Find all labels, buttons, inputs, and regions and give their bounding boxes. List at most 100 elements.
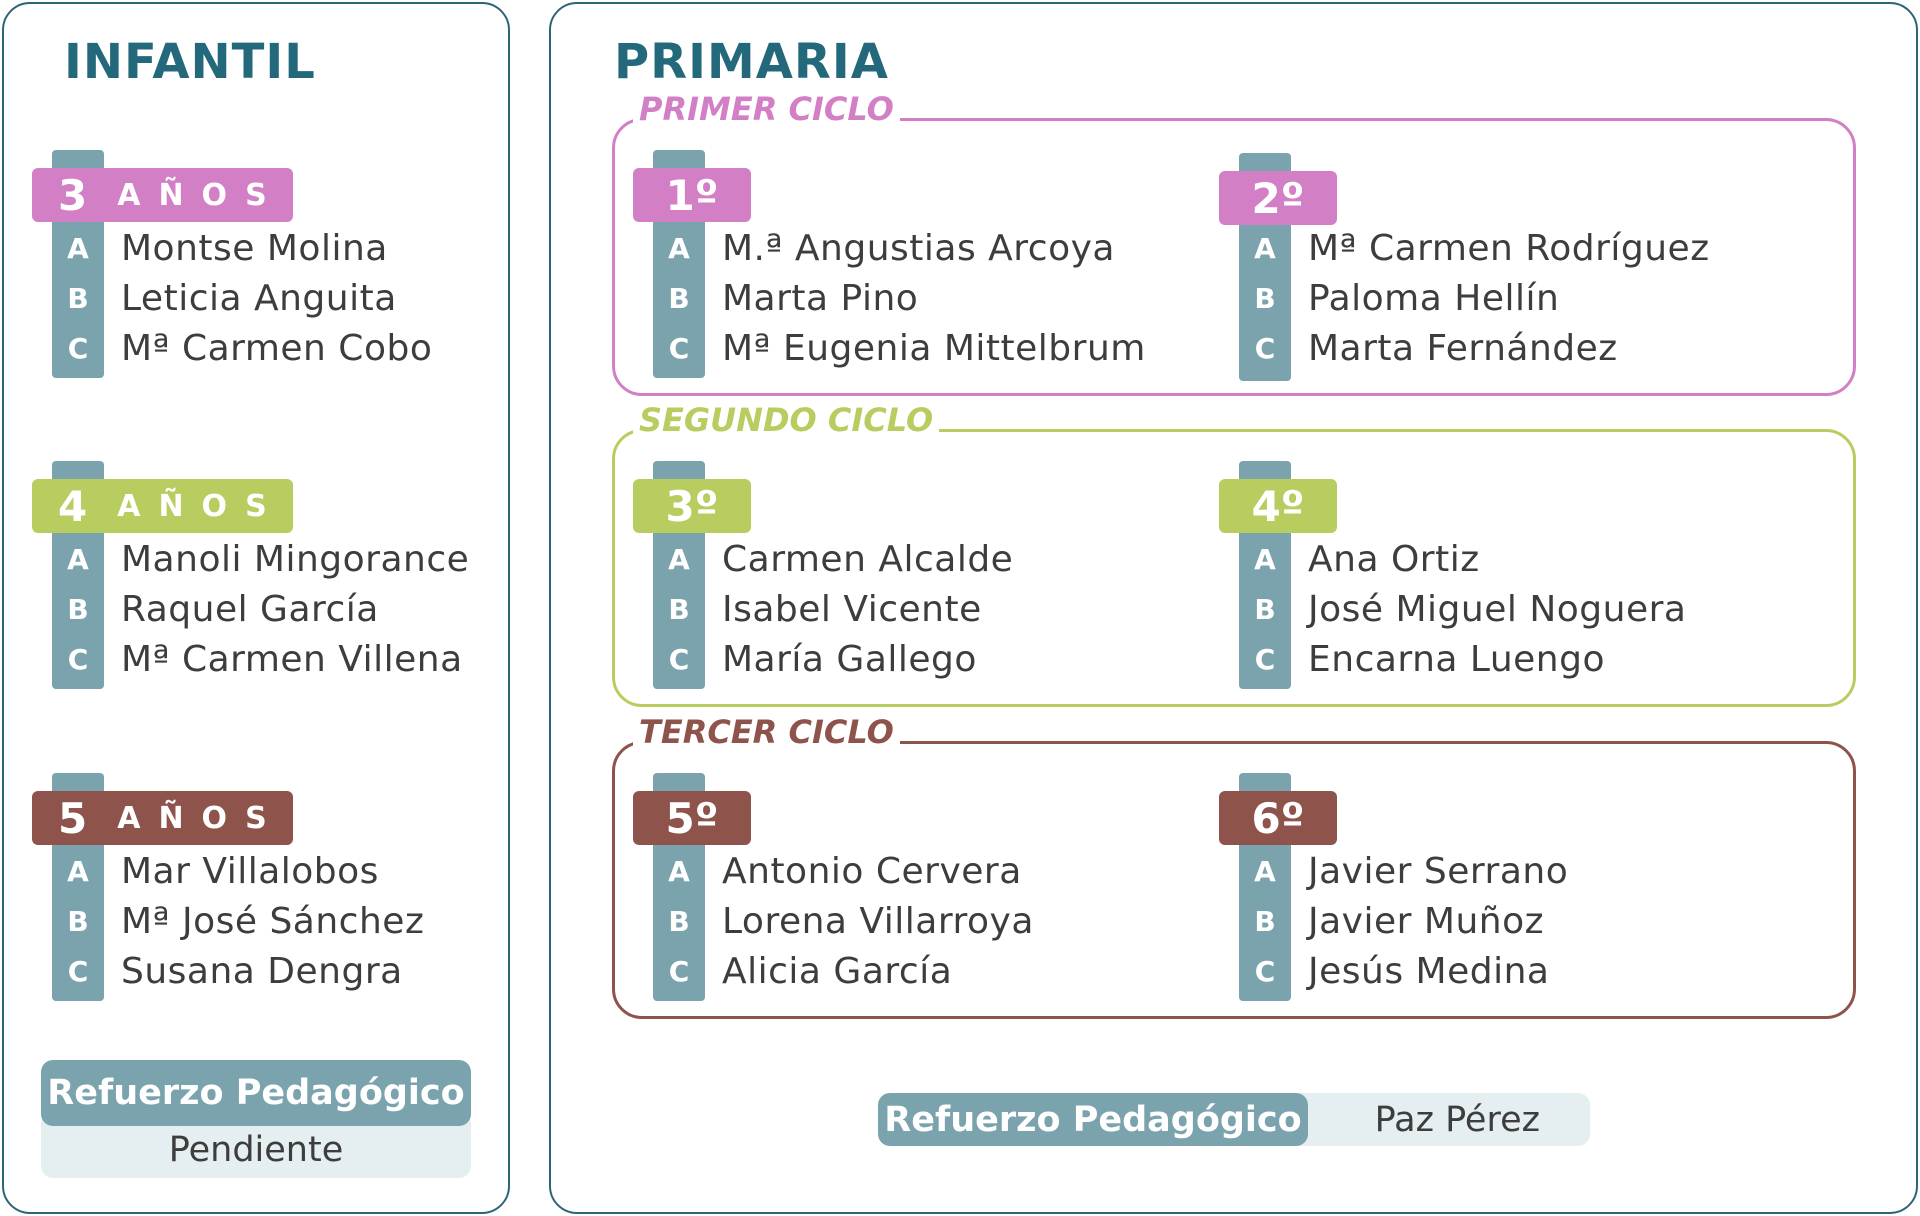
grade-number: 4 [58, 481, 88, 531]
teacher-row: A Mar Villalobos [52, 846, 379, 896]
grade-number: 4º [1251, 481, 1305, 531]
grade-badge: 2º [1219, 171, 1337, 225]
grade-badge: 5 AÑOS [32, 791, 293, 845]
group-letter: B [1254, 592, 1276, 626]
group-letter: B [668, 281, 690, 315]
grade-number: 6º [1251, 793, 1305, 843]
teacher-name: Ana Ortiz [1308, 538, 1480, 580]
cycle-primer: PRIMER CICLO [612, 93, 1856, 396]
grade-word: AÑOS [117, 177, 285, 213]
teacher-name: Paloma Hellín [1308, 277, 1560, 319]
teacher-row: C Marta Fernández [1239, 323, 1618, 373]
grade-badge: 4º [1219, 479, 1337, 533]
cycle-title: TERCER CICLO [633, 716, 900, 748]
group-letter: A [668, 854, 690, 888]
group-letter: A [67, 542, 89, 576]
teacher-row: C Jesús Medina [1239, 946, 1549, 996]
teacher-row: B Mª José Sánchez [52, 896, 424, 946]
teacher-name: Raquel García [121, 588, 379, 630]
group-letter: A [1254, 231, 1276, 265]
support-label: Refuerzo Pedagógico [878, 1093, 1308, 1146]
group-letter: C [67, 331, 89, 365]
grade-word: AÑOS [117, 800, 285, 836]
teacher-row: A Antonio Cervera [653, 846, 1022, 896]
teacher-name: Mª Carmen Rodríguez [1308, 227, 1710, 269]
teacher-name: Alicia García [722, 950, 953, 992]
teacher-name: Antonio Cervera [722, 850, 1022, 892]
teacher-name: Jesús Medina [1308, 950, 1550, 992]
group-letter: B [1254, 281, 1276, 315]
teacher-row: A Mª Carmen Rodríguez [1239, 223, 1710, 273]
group-letter: B [67, 904, 89, 938]
cycle-tercer: TERCER CICLO [612, 716, 1856, 1019]
teacher-name: Leticia Anguita [121, 277, 397, 319]
group-letter: A [668, 231, 690, 265]
group-letter: C [1254, 642, 1276, 676]
primaria-support-box: Paz Pérez Refuerzo Pedagógico [878, 1093, 1590, 1146]
grade-number: 2º [1251, 173, 1305, 223]
teacher-name: Manoli Mingorance [121, 538, 470, 580]
teacher-row: C Alicia García [653, 946, 952, 996]
teacher-row: C Susana Dengra [52, 946, 403, 996]
teacher-row: B Paloma Hellín [1239, 273, 1559, 323]
teacher-name: Mar Villalobos [121, 850, 379, 892]
grade-word: AÑOS [117, 488, 285, 524]
grade-number: 3 [58, 170, 88, 220]
teacher-name: Lorena Villarroya [722, 900, 1034, 942]
teacher-name: Javier Muñoz [1308, 900, 1544, 942]
grade-badge: 3 AÑOS [32, 168, 293, 222]
group-letter: A [1254, 854, 1276, 888]
grade-number: 3º [665, 481, 719, 531]
teacher-name: Marta Fernández [1308, 327, 1618, 369]
support-label: Refuerzo Pedagógico [41, 1060, 471, 1126]
infantil-support-box: Refuerzo Pedagógico Pendiente [41, 1060, 471, 1178]
grade-number: 1º [665, 170, 719, 220]
teacher-row: C Mª Carmen Cobo [52, 323, 432, 373]
infantil-panel [2, 2, 510, 1214]
group-letter: A [1254, 542, 1276, 576]
teacher-row: A Javier Serrano [1239, 846, 1568, 896]
group-letter: A [67, 231, 89, 265]
teacher-name: Susana Dengra [121, 950, 403, 992]
teacher-row: B Leticia Anguita [52, 273, 397, 323]
group-letter: A [67, 854, 89, 888]
teacher-name: Javier Serrano [1308, 850, 1569, 892]
group-letter: C [668, 954, 690, 988]
teacher-name: Montse Molina [121, 227, 388, 269]
grade-badge: 6º [1219, 791, 1337, 845]
cycle-title: SEGUNDO CICLO [633, 404, 940, 436]
teacher-name: María Gallego [722, 638, 977, 680]
teacher-row: A Manoli Mingorance [52, 534, 469, 584]
group-letter: C [668, 642, 690, 676]
group-letter: C [67, 954, 89, 988]
group-letter: B [67, 281, 89, 315]
teacher-row: A M.ª Angustias Arcoya [653, 223, 1115, 273]
primaria-title: PRIMARIA [614, 34, 889, 90]
teacher-name: Encarna Luengo [1308, 638, 1605, 680]
teacher-name: Mª Carmen Villena [121, 638, 463, 680]
teacher-name: Mª Carmen Cobo [121, 327, 433, 369]
group-letter: C [67, 642, 89, 676]
primaria-panel [549, 2, 1918, 1214]
teacher-name: M.ª Angustias Arcoya [722, 227, 1115, 269]
grade-number: 5 [58, 793, 88, 843]
group-letter: C [1254, 954, 1276, 988]
grade-badge: 5º [633, 791, 751, 845]
group-letter: B [668, 592, 690, 626]
grade-number: 5º [665, 793, 719, 843]
grade-badge: 1º [633, 168, 751, 222]
teacher-name: Marta Pino [722, 277, 919, 319]
teacher-name: Mª José Sánchez [121, 900, 425, 942]
teacher-row: B Marta Pino [653, 273, 918, 323]
teacher-name: Isabel Vicente [722, 588, 982, 630]
infantil-title: INFANTIL [64, 34, 316, 90]
cycle-title: PRIMER CICLO [633, 93, 900, 125]
teacher-row: C Mª Carmen Villena [52, 634, 463, 684]
teacher-row: B Isabel Vicente [653, 584, 982, 634]
group-letter: C [1254, 331, 1276, 365]
